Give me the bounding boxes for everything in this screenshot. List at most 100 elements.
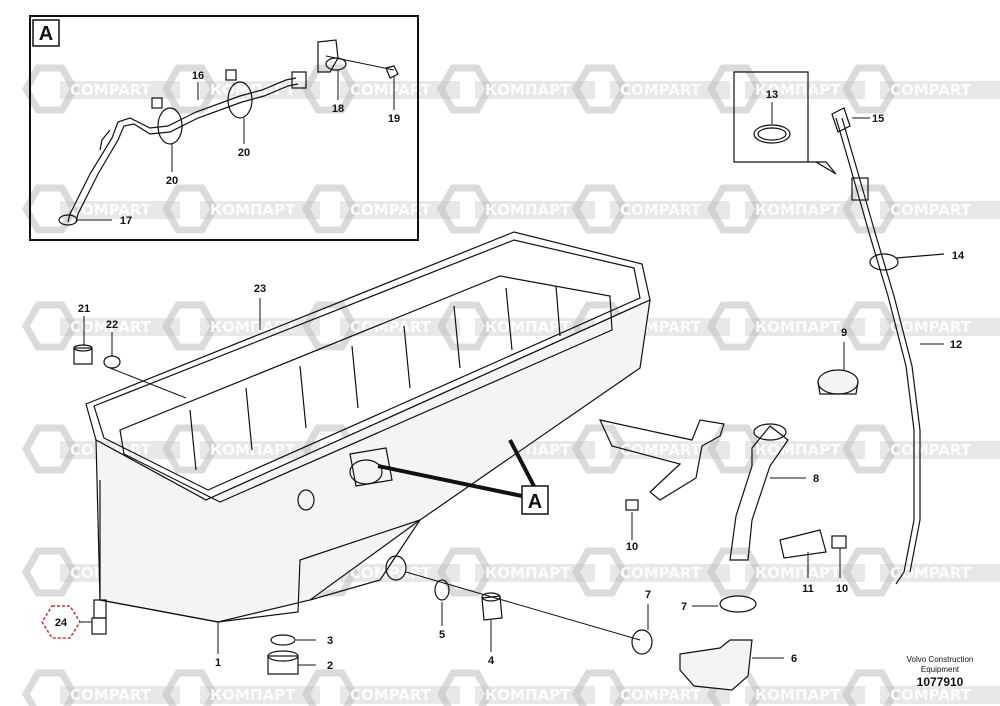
- document-number: 1077910: [917, 675, 964, 689]
- watermark-text: COMPART: [70, 81, 152, 99]
- watermark-text: COMPART: [620, 686, 702, 704]
- watermark-text: COMPART: [890, 318, 972, 336]
- footer-block: Volvo Construction Equipment 1077910: [907, 655, 974, 689]
- watermark-tile: КОМПАРТ: [436, 669, 595, 706]
- maker-line-2: Equipment: [921, 665, 960, 674]
- right-parts: [598, 71, 945, 691]
- watermark-text: COMPART: [890, 441, 972, 459]
- watermark-tile: КОМПАРТ: [436, 301, 595, 351]
- callout-9: 9: [841, 327, 847, 339]
- watermark-text: COMPART: [70, 318, 152, 336]
- watermark-tile: КОМПАРТ: [436, 547, 595, 597]
- callout-3: 3: [327, 635, 333, 647]
- callout-20-left: 20: [166, 175, 178, 187]
- callout-10-clamp: 10: [836, 583, 848, 595]
- watermark-text: КОМПАРТ: [485, 201, 571, 219]
- watermark-text: COMPART: [620, 441, 702, 459]
- watermark-text: КОМПАРТ: [755, 564, 841, 582]
- watermark-text: COMPART: [350, 201, 432, 219]
- callout-24-badge: 24: [41, 605, 81, 639]
- callout-1: 1: [215, 657, 221, 669]
- watermark-tile: COMPART: [571, 184, 730, 234]
- watermark-tile: COMPART: [841, 424, 1000, 474]
- watermark-tile: COMPART: [21, 424, 180, 474]
- watermark-text: COMPART: [890, 564, 972, 582]
- watermark-text: COMPART: [70, 686, 152, 704]
- watermark-tile: COMPART: [21, 64, 180, 114]
- watermark-text: COMPART: [350, 686, 432, 704]
- watermark-tile: КОМПАРТ: [706, 547, 865, 597]
- watermark-tile: COMPART: [571, 64, 730, 114]
- detail-a-callout-label: A: [528, 491, 542, 513]
- watermark-text: КОМПАРТ: [210, 201, 296, 219]
- callout-19: 19: [388, 113, 400, 125]
- watermark-tile: КОМПАРТ: [706, 669, 865, 706]
- watermark-tile: COMPART: [301, 64, 460, 114]
- callout-4: 4: [488, 655, 495, 667]
- callout-14: 14: [952, 250, 965, 262]
- watermark-text: КОМПАРТ: [210, 318, 296, 336]
- watermark-tile: КОМПАРТ: [161, 184, 320, 234]
- watermark-tile: COMPART: [841, 184, 1000, 234]
- callout-2: 2: [327, 660, 333, 672]
- watermark-text: COMPART: [890, 686, 972, 704]
- watermark-tile: COMPART: [21, 184, 180, 234]
- watermark-text: COMPART: [620, 564, 702, 582]
- watermark-tile: КОМПАРТ: [161, 64, 320, 114]
- watermark-text: КОМПАРТ: [210, 686, 296, 704]
- callout-18: 18: [332, 103, 344, 115]
- watermark-text: КОМПАРТ: [755, 318, 841, 336]
- watermark-text: КОМПАРТ: [485, 318, 571, 336]
- callout-17: 17: [120, 215, 132, 227]
- watermark-text: КОМПАРТ: [755, 686, 841, 704]
- callout-5: 5: [439, 629, 445, 641]
- watermark-text: COMPART: [620, 81, 702, 99]
- callout-12: 12: [950, 339, 962, 351]
- watermark-text: КОМПАРТ: [755, 201, 841, 219]
- callout-7-hose: 7: [645, 589, 651, 601]
- watermark-tile: КОМПАРТ: [706, 301, 865, 351]
- watermark-text: COMPART: [350, 318, 432, 336]
- callout-16: 16: [192, 70, 204, 82]
- watermark-text: КОМПАРТ: [210, 441, 296, 459]
- callout-23: 23: [254, 283, 266, 295]
- watermark-tile: COMPART: [301, 184, 460, 234]
- detail-a-box: A: [29, 15, 419, 241]
- maker-line-1: Volvo Construction: [907, 655, 974, 664]
- callout-labels: 16 20 20 18 19 17 23 21 22 1 2 3 4 5 6 7…: [78, 70, 965, 672]
- watermark-tile: КОМПАРТ: [161, 669, 320, 706]
- watermark-text: COMPART: [350, 564, 432, 582]
- watermark-tile: COMPART: [841, 301, 1000, 351]
- watermark-tile: COMPART: [571, 669, 730, 706]
- watermark-tile: КОМПАРТ: [161, 424, 320, 474]
- callout-8: 8: [813, 473, 819, 485]
- watermark-text: COMPART: [350, 81, 432, 99]
- watermark-tile: COMPART: [571, 424, 730, 474]
- watermark-text: COMPART: [620, 201, 702, 219]
- watermark-tile: COMPART: [841, 64, 1000, 114]
- watermark-text: КОМПАРТ: [755, 441, 841, 459]
- callout-24: 24: [55, 617, 68, 629]
- watermark-text: COMPART: [890, 81, 972, 99]
- watermark-text: КОМПАРТ: [485, 81, 571, 99]
- callout-13: 13: [766, 89, 778, 101]
- callout-7-clamp: 7: [681, 601, 687, 613]
- watermark-tile: COMPART: [301, 301, 460, 351]
- watermark-tile: КОМПАРТ: [706, 64, 865, 114]
- watermark-text: КОМПАРТ: [210, 81, 296, 99]
- watermark-tile: COMPART: [841, 669, 1000, 706]
- watermark-text: COMPART: [890, 201, 972, 219]
- watermark-tile: COMPART: [841, 547, 1000, 597]
- watermark-tile: КОМПАРТ: [706, 424, 865, 474]
- callout-21: 21: [78, 303, 90, 315]
- watermark-tile: КОМПАРТ: [436, 184, 595, 234]
- watermark-tile: КОМПАРТ: [436, 64, 595, 114]
- oil-pan: A: [73, 231, 651, 675]
- callout-15: 15: [872, 113, 884, 125]
- watermark-text: COMPART: [70, 201, 152, 219]
- callout-20-right: 20: [238, 147, 250, 159]
- watermark-tile: COMPART: [571, 547, 730, 597]
- callout-6: 6: [791, 653, 797, 665]
- watermark-tile: КОМПАРТ: [706, 184, 865, 234]
